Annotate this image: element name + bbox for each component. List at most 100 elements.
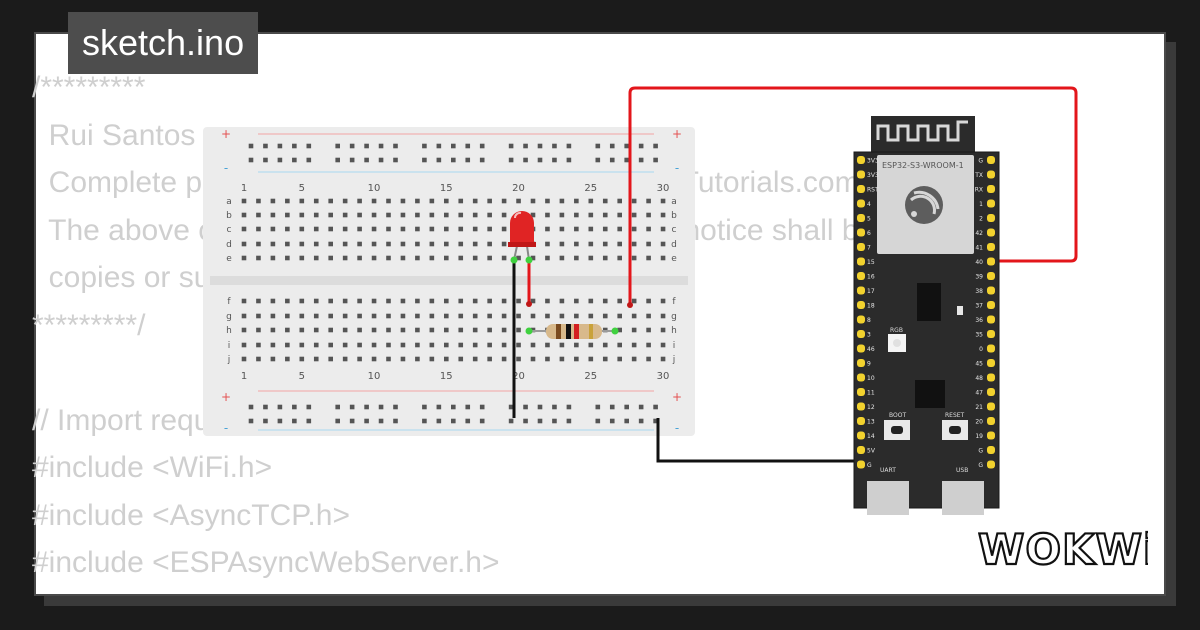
breadboard-hole bbox=[256, 327, 261, 333]
board-pin-label-left: 4 bbox=[867, 201, 871, 208]
breadboard-hole bbox=[444, 255, 449, 261]
breadboard-hole bbox=[631, 356, 637, 362]
rail-hole bbox=[537, 157, 543, 163]
breadboard-hole bbox=[371, 226, 377, 232]
breadboard-hole bbox=[530, 298, 536, 304]
row-letter-right: i bbox=[673, 341, 676, 351]
breadboard-hole bbox=[313, 313, 319, 319]
breadboard-hole bbox=[472, 255, 478, 261]
breadboard-hole bbox=[400, 313, 406, 319]
row-letter-right: h bbox=[671, 326, 677, 336]
wire-red-gpio40[interactable] bbox=[628, 86, 1078, 305]
breadboard-hole bbox=[588, 226, 594, 232]
breadboard-hole bbox=[501, 212, 507, 218]
code-line: #include <ESPAsyncWebServer.h> bbox=[32, 546, 500, 579]
board-pin-left bbox=[857, 257, 865, 266]
board-pin-left bbox=[857, 185, 865, 193]
breadboard-hole bbox=[559, 356, 565, 362]
breadboard-hole bbox=[241, 198, 247, 204]
board-pin-label-right: G bbox=[978, 462, 983, 469]
breadboard-hole bbox=[559, 255, 565, 261]
breadboard-hole bbox=[285, 313, 290, 319]
rail-hole bbox=[653, 157, 658, 163]
rail-hole bbox=[422, 143, 427, 149]
usb-connector[interactable] bbox=[942, 481, 984, 515]
board-pin-right bbox=[987, 460, 995, 469]
esp32-s3-devkit[interactable]: ESP32-S3-WROOM-1 3V33V3RST45671516171883… bbox=[853, 116, 1000, 515]
rail-hole bbox=[263, 418, 268, 424]
board-pin-label-left: 17 bbox=[867, 288, 875, 295]
breadboard-hole bbox=[357, 212, 362, 218]
boot-label: BOOT bbox=[889, 412, 906, 419]
code-line: Rui Santos bbox=[32, 118, 196, 152]
board-pin-label-left: G bbox=[867, 462, 872, 469]
board-pin-label-right: 45 bbox=[975, 361, 983, 368]
uart-usb-connector[interactable] bbox=[867, 481, 909, 515]
board-pin-left bbox=[857, 170, 865, 179]
breadboard-hole bbox=[516, 298, 521, 304]
breadboard-hole bbox=[617, 327, 622, 333]
column-number-top: 1 bbox=[241, 183, 247, 194]
breadboard-hole bbox=[516, 255, 521, 261]
rail-hole bbox=[422, 157, 427, 163]
breadboard-hole bbox=[328, 212, 333, 218]
board-pin-left bbox=[857, 272, 865, 280]
breadboard-hole bbox=[501, 313, 507, 319]
breadboard-hole bbox=[602, 212, 608, 218]
breadboard-hole bbox=[574, 298, 579, 304]
rail-hole bbox=[638, 157, 644, 163]
rail-hole bbox=[451, 418, 456, 424]
breadboard-hole bbox=[646, 313, 651, 319]
led-component[interactable] bbox=[508, 211, 536, 261]
rail-hole bbox=[277, 404, 283, 410]
breadboard-hole bbox=[400, 241, 406, 247]
rail-hole bbox=[436, 404, 442, 410]
board-pin-left bbox=[857, 214, 865, 222]
breadboard-hole bbox=[559, 342, 565, 348]
breadboard-hole bbox=[631, 313, 637, 319]
antenna-trace bbox=[876, 120, 968, 142]
breadboard-hole bbox=[444, 212, 449, 218]
breadboard-hole bbox=[588, 241, 594, 247]
board-pin-left bbox=[857, 199, 865, 208]
row-letter-left: f bbox=[227, 297, 231, 307]
rail-hole bbox=[479, 418, 485, 424]
rail-hole bbox=[277, 157, 283, 163]
breadboard-hole bbox=[429, 212, 435, 218]
board-pin-right bbox=[987, 431, 995, 440]
rail-hole bbox=[523, 143, 528, 149]
rail-hole bbox=[479, 404, 485, 410]
breadboard-hole bbox=[299, 298, 305, 304]
wire-black-gnd[interactable] bbox=[656, 418, 862, 463]
breadboard-hole bbox=[646, 342, 651, 348]
breadboard-hole bbox=[660, 356, 666, 362]
wokwi-logo: WOKWi bbox=[978, 524, 1148, 575]
board-pin-label-left: 5V bbox=[867, 448, 876, 455]
breadboard-hole bbox=[574, 356, 579, 362]
breadboard-hole bbox=[545, 255, 550, 261]
breadboard-hole bbox=[415, 255, 420, 261]
breadboard-hole bbox=[241, 241, 247, 247]
breadboard-hole bbox=[285, 226, 290, 232]
board-pin-headers[interactable]: 3V33V3RST4567151617188346910111213145VGG… bbox=[857, 156, 995, 469]
board-pin-label-right: 42 bbox=[975, 230, 983, 237]
breadboard-hole bbox=[357, 342, 362, 348]
breadboard-hole bbox=[415, 226, 420, 232]
rail-hole bbox=[624, 143, 629, 149]
breadboard-hole bbox=[501, 342, 507, 348]
board-pin-label-right: 0 bbox=[979, 346, 983, 353]
breadboard-hole bbox=[270, 212, 276, 218]
breadboard-hole bbox=[241, 212, 247, 218]
main-chip bbox=[915, 380, 945, 408]
rail-hole bbox=[422, 404, 427, 410]
rail-hole bbox=[609, 143, 615, 149]
breadboard-hole bbox=[371, 313, 377, 319]
breadboard-hole bbox=[328, 241, 333, 247]
breadboard-hole bbox=[530, 313, 536, 319]
breadboard-hole bbox=[313, 212, 319, 218]
breadboard-hole bbox=[313, 198, 319, 204]
resistor-component[interactable] bbox=[529, 324, 615, 339]
